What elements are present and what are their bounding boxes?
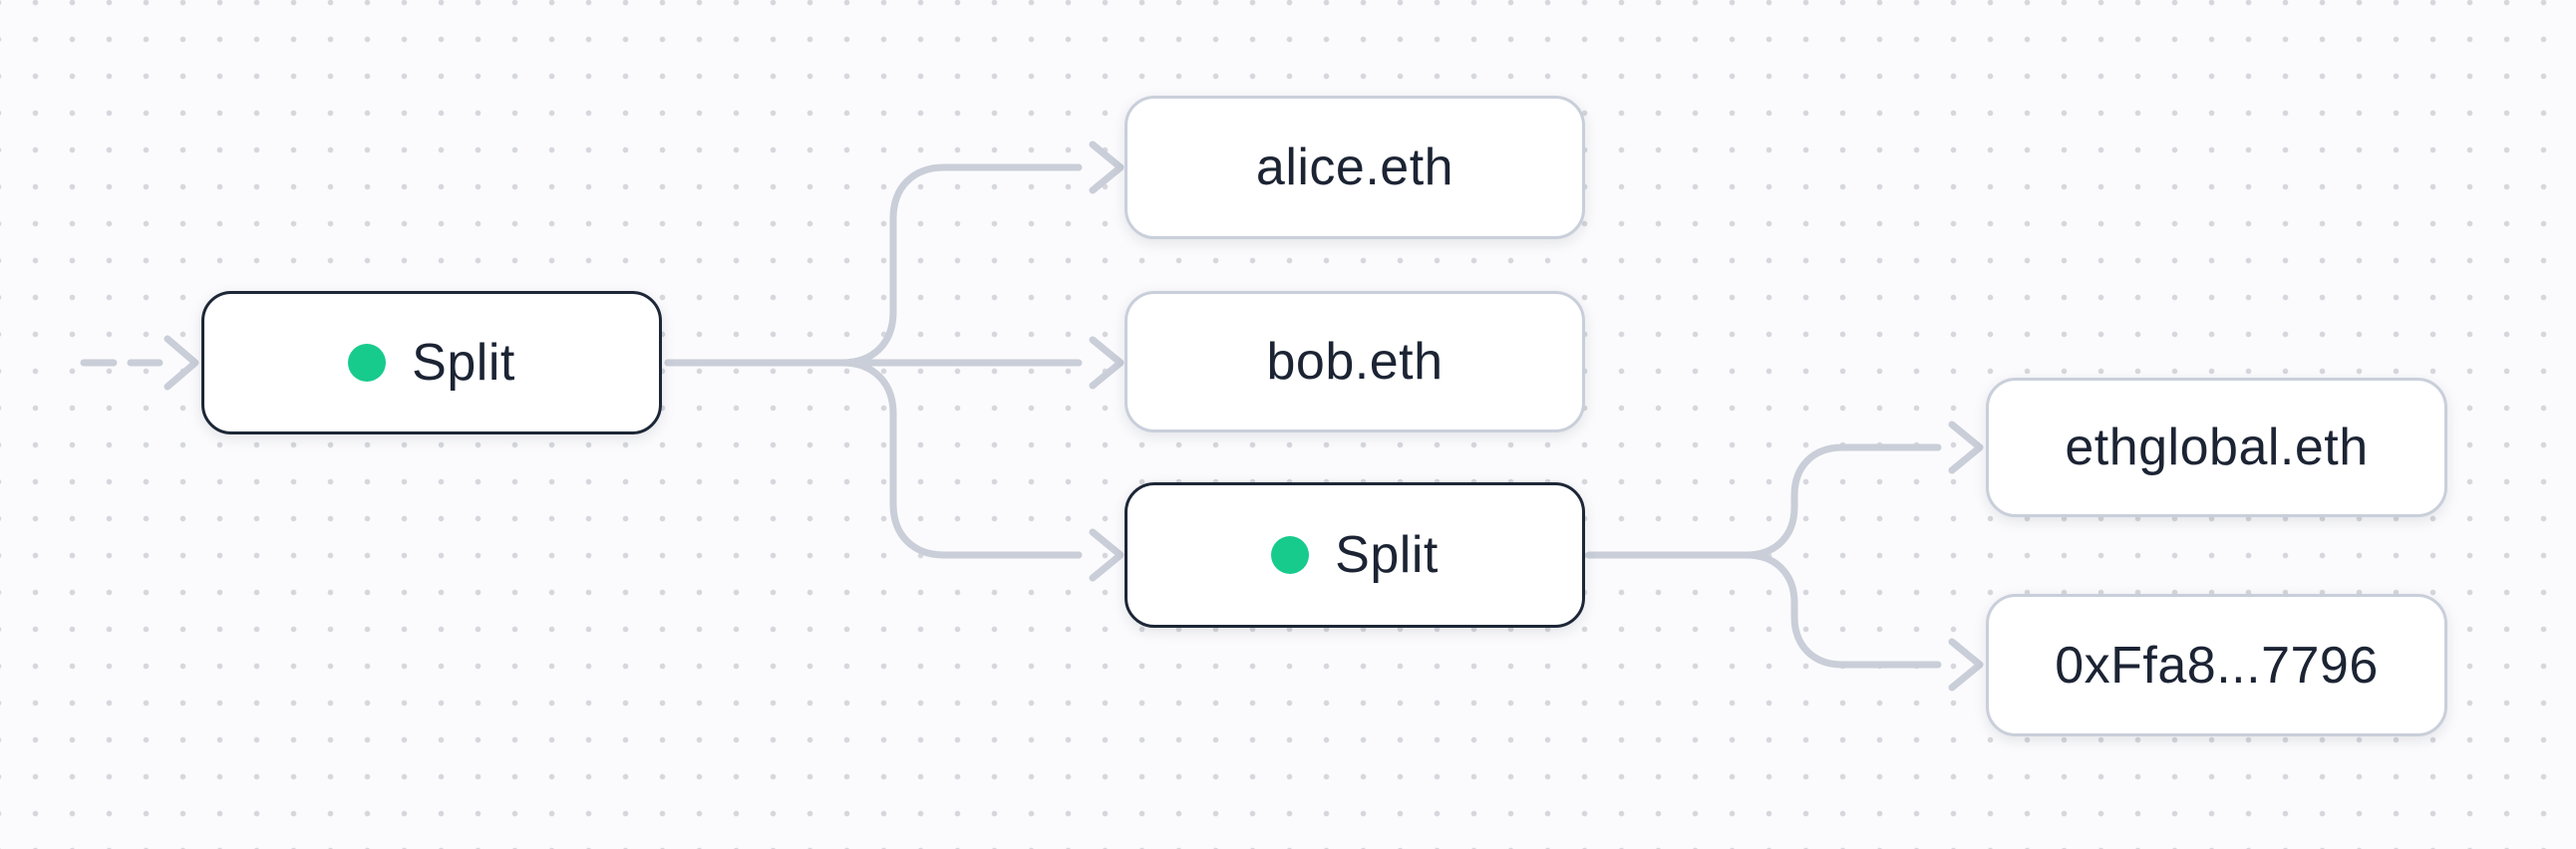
green-dot-icon	[348, 344, 387, 382]
edge-input-split1[interactable]	[80, 335, 199, 391]
recipient-node-alice[interactable]: alice.eth	[1125, 96, 1585, 239]
recipient-node-wallet[interactable]: 0xFfa8...7796	[1986, 594, 2447, 736]
edge-split2-wallet[interactable]	[1585, 551, 1984, 692]
recipient-node-bob[interactable]: bob.eth	[1125, 291, 1585, 432]
split-node-1-label: Split	[412, 334, 515, 392]
arrowhead-icon	[1089, 141, 1125, 194]
edge-split1-alice[interactable]	[664, 141, 1125, 367]
arrowhead-icon	[1948, 638, 1984, 692]
recipient-node-wallet-label: 0xFfa8...7796	[2055, 636, 2379, 695]
edge-split2-ethglobal[interactable]	[1585, 421, 1984, 559]
arrowhead-icon	[1089, 528, 1125, 582]
green-dot-icon	[1271, 536, 1310, 574]
split-node-2[interactable]: Split	[1125, 482, 1585, 628]
recipient-node-ethglobal[interactable]: ethglobal.eth	[1986, 378, 2447, 517]
arrowhead-icon	[1089, 336, 1125, 390]
recipient-node-ethglobal-label: ethglobal.eth	[2065, 419, 2369, 476]
arrowhead-icon	[163, 335, 199, 391]
edge-split1-split2[interactable]	[664, 359, 1125, 582]
split-node-1[interactable]: Split	[201, 291, 662, 434]
recipient-node-alice-label: alice.eth	[1255, 139, 1454, 196]
recipient-node-bob-label: bob.eth	[1266, 333, 1444, 391]
arrowhead-icon	[1948, 421, 1984, 474]
split-node-2-label: Split	[1335, 526, 1439, 584]
